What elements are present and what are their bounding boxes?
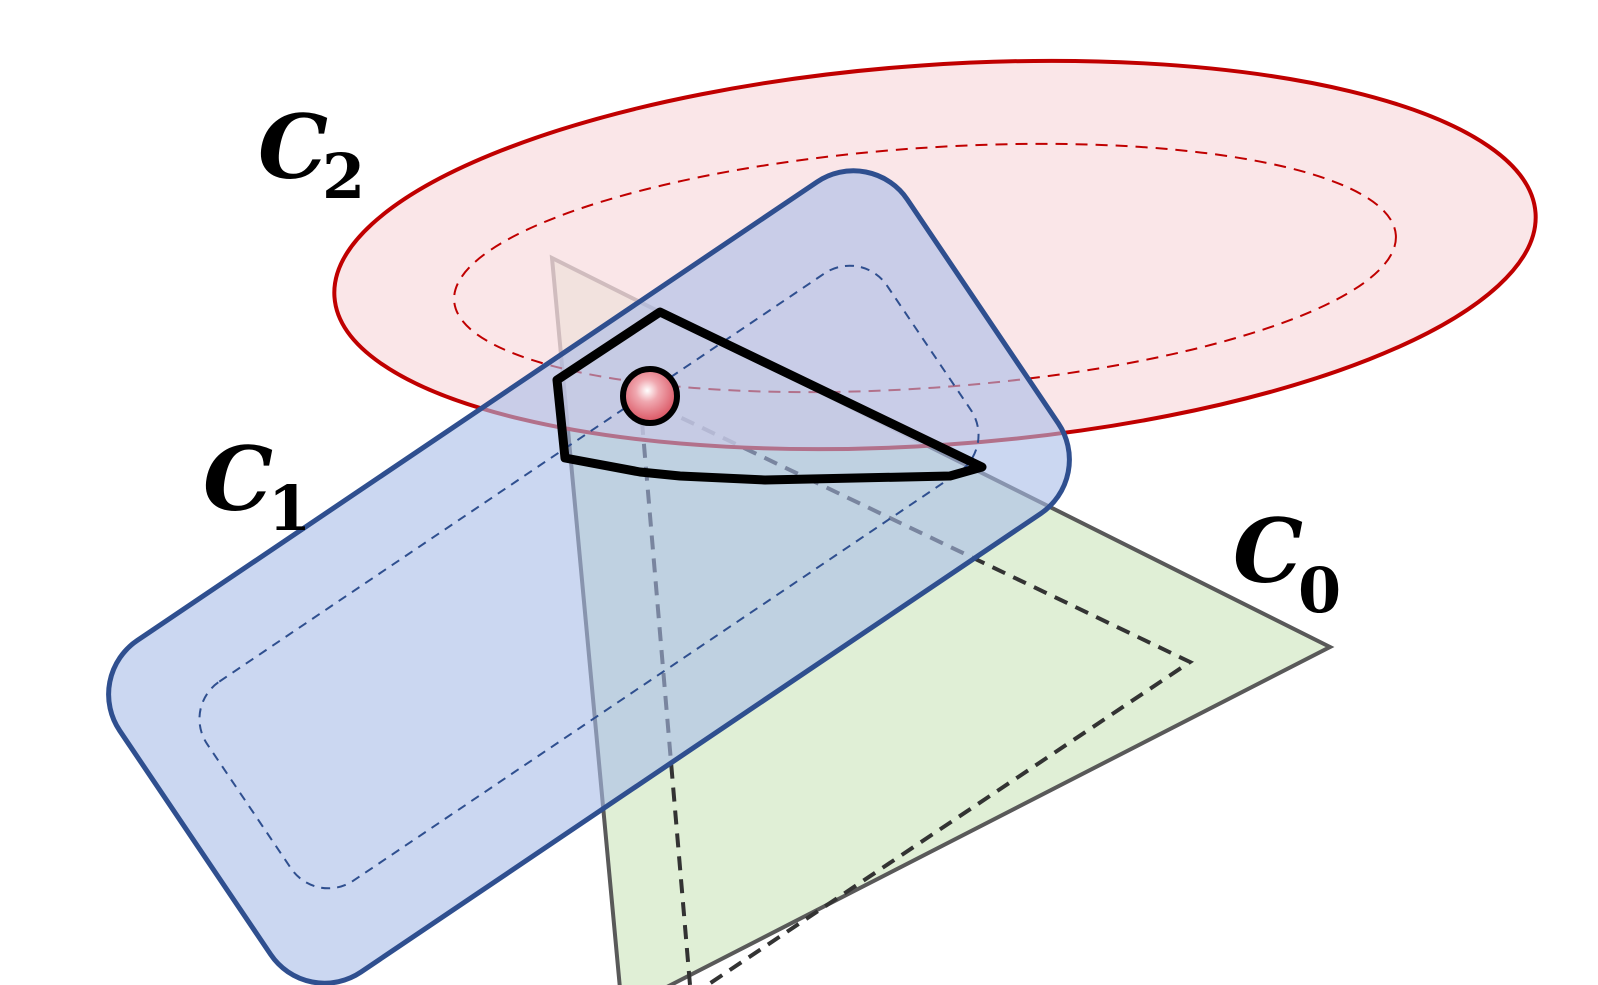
label-c2: C 2 <box>258 95 365 213</box>
solution-point <box>620 366 680 426</box>
c1-inner-dashed-boundary <box>198 264 980 890</box>
label-c0-subscript: 0 <box>1298 554 1341 627</box>
set-c1-rectangle <box>106 168 1072 985</box>
label-c0: C 0 <box>1233 499 1341 627</box>
c1-outer-region <box>106 168 1072 985</box>
label-c0-letter: C <box>1233 499 1303 603</box>
label-c2-letter: C <box>258 95 328 199</box>
label-c2-subscript: 2 <box>322 140 365 213</box>
intersection-region-outline <box>552 307 987 485</box>
label-c1-letter: C <box>203 427 273 531</box>
c0-inner-dashed-boundary <box>639 396 1195 985</box>
label-c1: C 1 <box>203 427 311 545</box>
label-c1-subscript: 1 <box>268 472 311 545</box>
